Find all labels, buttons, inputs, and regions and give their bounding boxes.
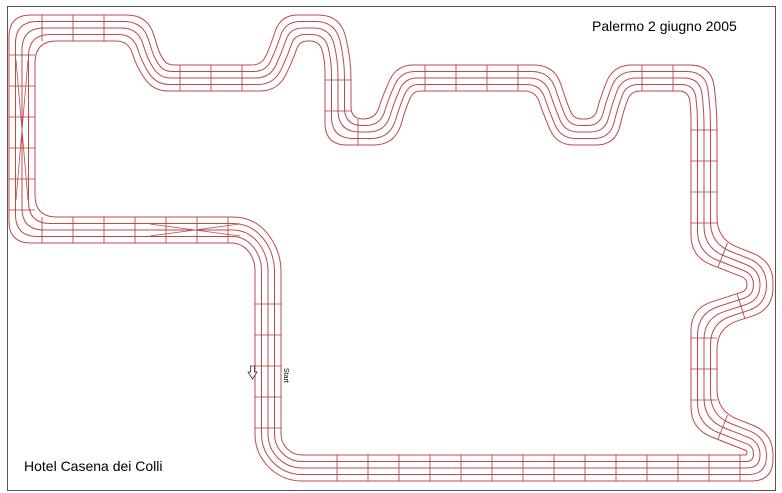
track-section-divider [736,293,746,319]
event-title: Palermo 2 giugno 2005 [592,18,737,34]
diagram-frame [7,6,776,491]
venue-title: Hotel Casena dei Colli [24,458,163,474]
lane-rail-3 [21,27,761,469]
track-section-divider [717,243,728,268]
lane-rail-1 [8,14,774,482]
track-section-divider [717,415,728,440]
start-label: Start [282,368,289,383]
lane-rail-4 [28,34,755,462]
slot-car-track [8,14,774,482]
direction-arrow-icon [247,365,258,380]
lane-rail-5 [34,40,748,456]
lane-rail-2 [15,21,768,475]
start-marker: Start [247,365,289,383]
lane-crossover [149,223,241,237]
lane-crossover [15,59,29,201]
